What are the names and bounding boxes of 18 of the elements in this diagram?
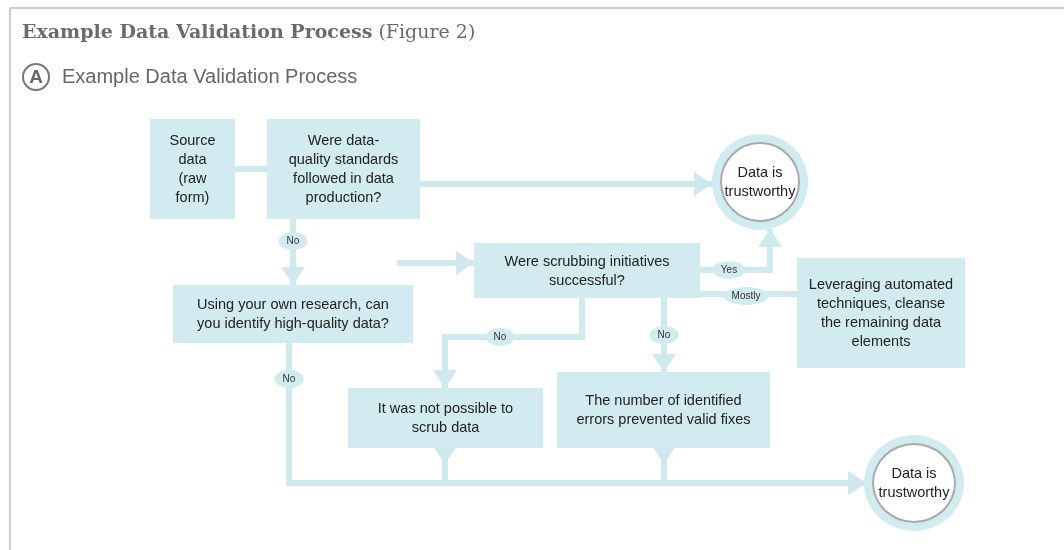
edge-label: No [278, 232, 308, 250]
edge-label: No [649, 326, 679, 344]
process-box: The number of identified errors prevented valid fixes [557, 372, 770, 448]
decision-box: Using your own research, can you identify high-quality data? [173, 285, 413, 343]
edge-label: Mostly [723, 287, 769, 305]
edge-label: Yes [712, 261, 746, 279]
edge-label: No [485, 328, 515, 346]
edge-label: No [274, 370, 304, 388]
panel-letter: A [22, 63, 50, 91]
title: Example Data Validation Process (Figure 2) [22, 20, 476, 42]
process-box: Leveraging automated techniques, cleanse the remaining data elements [797, 258, 965, 368]
subtitle: Example Data Validation Process [62, 65, 358, 88]
terminal-circle: Data is trustworthy [712, 134, 808, 230]
decision-box: Were scrubbing initiatives successful? [474, 243, 700, 298]
process-box: Source data (raw form) [150, 119, 235, 219]
decision-box: Were data-quality standards followed in data production? [267, 119, 420, 219]
process-box: It was not possible to scrub data [348, 388, 543, 448]
terminal-circle: Data is trustworthy [864, 435, 964, 531]
